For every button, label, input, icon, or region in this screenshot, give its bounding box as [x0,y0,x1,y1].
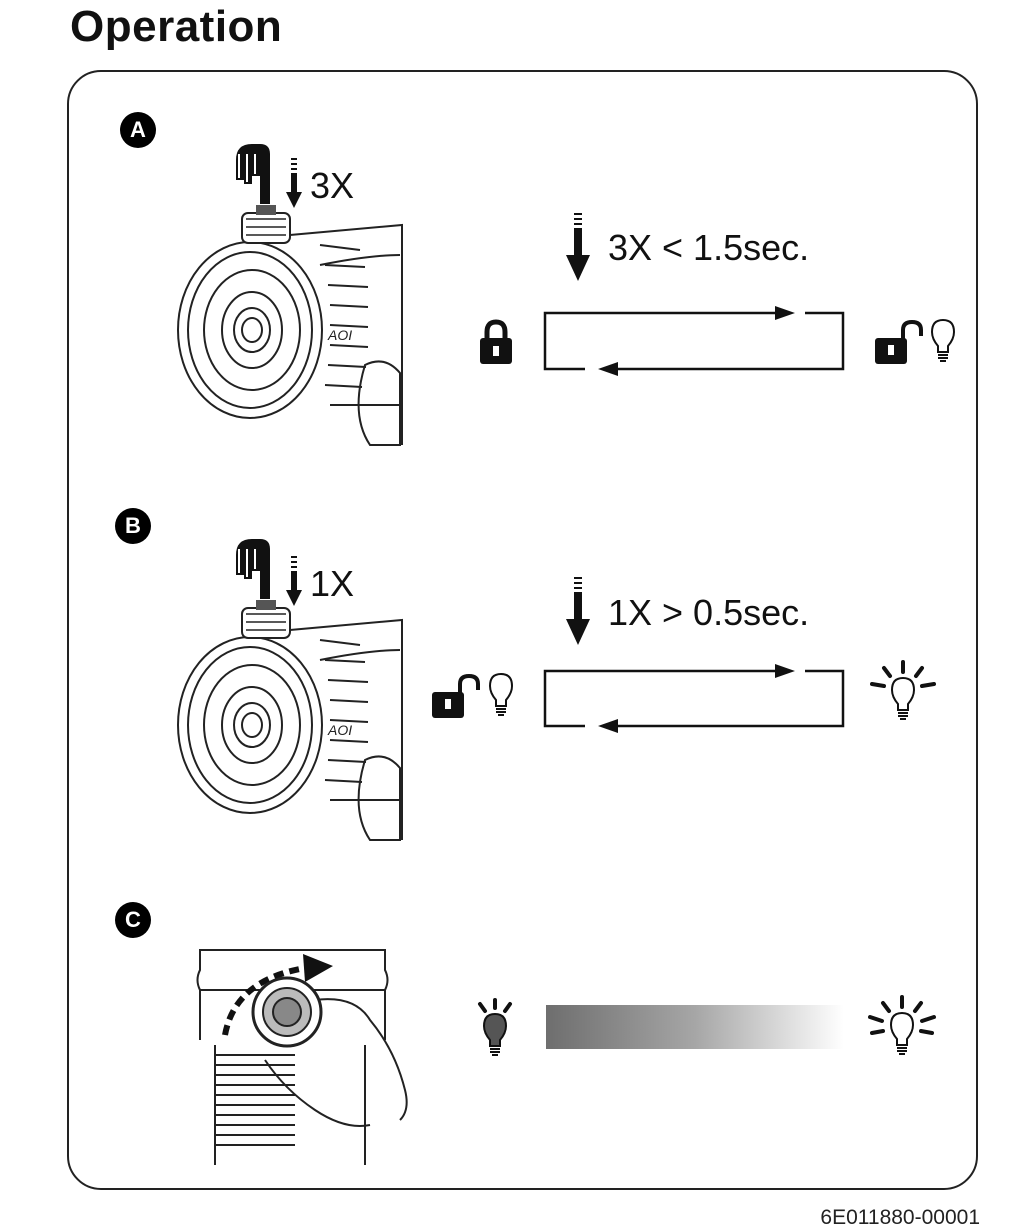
lock-closed-icon [480,319,512,364]
step-a-press-count: 3X [310,165,355,206]
brightness-gradient-bar [546,1005,844,1049]
bulb-off-icon [930,318,956,362]
finger-press-icon [236,539,270,599]
bulb-dim-icon [478,998,512,1056]
lock-open-icon [875,319,923,364]
press-down-arrow-icon [286,556,302,606]
step-c-badge: C [115,902,151,938]
bulb-off-icon [488,672,514,716]
press-down-arrow-icon [566,577,590,645]
dive-light-illustration-b: AOI [177,600,403,841]
press-down-arrow-icon [566,213,590,281]
cycle-diagram-a [543,306,845,376]
dive-light-illustration-a: AOI [177,205,403,446]
step-b-badge: B [115,508,151,544]
press-down-arrow-icon [286,158,302,208]
bulb-on-icon [868,995,936,1055]
step-b-timing: 1X > 0.5sec. [608,592,810,633]
hand-rotate-icon [196,949,408,1165]
page-title: Operation [70,2,283,51]
finger-press-icon [236,144,270,204]
document-code: 6E011880-00001 [820,1206,980,1229]
svg-text:AOI: AOI [327,327,352,343]
bulb-on-icon [870,660,936,720]
cycle-diagram-b [543,664,845,733]
step-a-timing: 3X < 1.5sec. [608,227,810,268]
step-a-badge: A [120,112,156,148]
lock-open-icon [432,673,480,718]
step-b-press-count: 1X [310,563,355,604]
svg-text:AOI: AOI [327,722,352,738]
operation-panel [67,70,978,1190]
